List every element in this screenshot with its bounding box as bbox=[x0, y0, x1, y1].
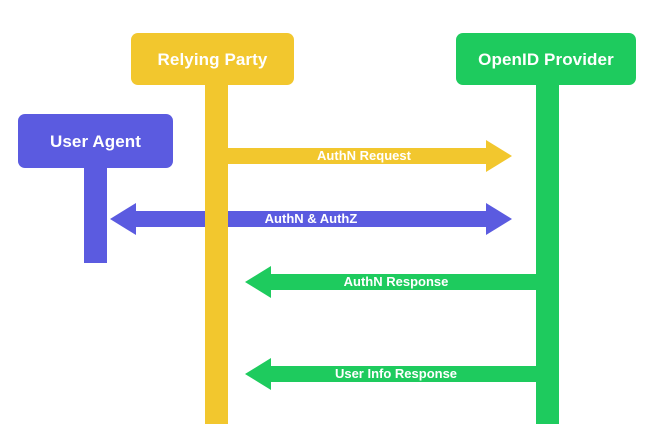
actor-label-openid-provider: OpenID Provider bbox=[478, 49, 614, 69]
message-shaft-authn-authz bbox=[136, 211, 486, 227]
arrow-head-left-icon bbox=[245, 266, 271, 298]
message-user-info-response: User Info Response bbox=[245, 358, 547, 390]
arrow-head-right-icon bbox=[486, 203, 512, 235]
message-shaft-authn-response bbox=[271, 274, 547, 290]
arrow-head-right-icon bbox=[486, 140, 512, 172]
message-authn-response: AuthN Response bbox=[245, 266, 547, 298]
message-shaft-authn-request bbox=[216, 148, 486, 164]
lifeline-openid-provider bbox=[536, 85, 559, 424]
arrow-head-left-icon bbox=[245, 358, 271, 390]
lifeline-relying-party bbox=[205, 85, 228, 424]
message-authn-authz: AuthN & AuthZ bbox=[110, 203, 512, 235]
arrow-head-left-icon bbox=[110, 203, 136, 235]
actor-box-user-agent[interactable]: User Agent bbox=[18, 114, 173, 168]
lifeline-user-agent bbox=[84, 168, 107, 263]
message-authn-request: AuthN Request bbox=[216, 140, 512, 172]
actor-box-relying-party[interactable]: Relying Party bbox=[131, 33, 294, 85]
message-shaft-user-info-response bbox=[271, 366, 547, 382]
actor-label-relying-party: Relying Party bbox=[157, 49, 268, 69]
actor-label-user-agent: User Agent bbox=[49, 131, 142, 151]
actor-box-openid-provider[interactable]: OpenID Provider bbox=[456, 33, 636, 85]
